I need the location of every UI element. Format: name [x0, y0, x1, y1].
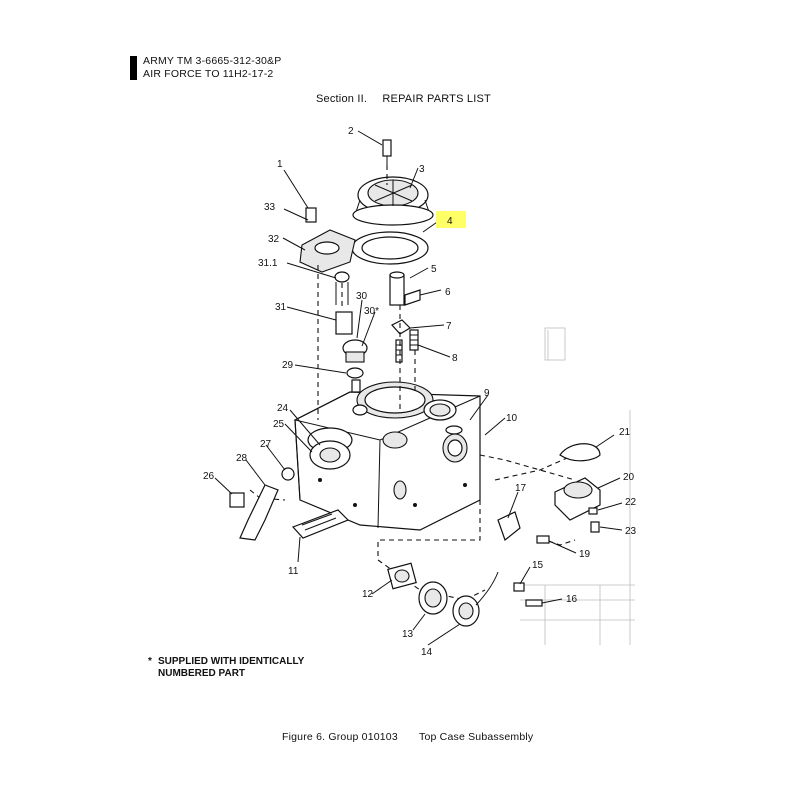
- callout-30: 30: [356, 291, 368, 302]
- section-label: Section II.: [316, 93, 368, 105]
- figure-title: Top Case Subassembly: [419, 731, 534, 743]
- callout-numbers: 2 1 3 4 5 6 7 8 9 10 11 12 13 14 15 16 1…: [203, 126, 637, 658]
- header-army-tm: ARMY TM 3-6665-312-30&P: [143, 55, 282, 67]
- valve-stack: [335, 311, 368, 393]
- callout-20: 20: [623, 472, 635, 483]
- callout-30-star: 30*: [364, 306, 379, 317]
- bleed-through-lines: [520, 327, 635, 645]
- header-air-force-to: AIR FORCE TO 11H2-17-2: [143, 68, 274, 80]
- callout-19: 19: [579, 549, 591, 560]
- figure-number: Figure 6. Group 010103: [282, 731, 398, 743]
- callout-6: 6: [445, 287, 451, 298]
- callout-9: 9: [484, 388, 490, 399]
- callout-16: 16: [566, 594, 578, 605]
- callout-7: 7: [446, 321, 452, 332]
- right-stack: [389, 271, 421, 363]
- callout-31-1: 31.1: [258, 258, 278, 269]
- callout-32: 32: [268, 234, 280, 245]
- callout-29: 29: [282, 360, 294, 371]
- callout-31: 31: [275, 302, 287, 313]
- top-case-block: [293, 381, 481, 531]
- left-side-parts: [229, 440, 351, 541]
- revision-bar: [130, 56, 137, 80]
- callout-13: 13: [402, 629, 414, 640]
- footnote-marker: *: [148, 656, 152, 667]
- callout-25: 25: [273, 419, 285, 430]
- callout-33: 33: [264, 202, 276, 213]
- callout-11: 11: [288, 566, 299, 577]
- right-side-parts: [445, 425, 601, 544]
- callout-8: 8: [452, 353, 458, 364]
- bottom-parts: [387, 562, 543, 627]
- callout-4: 4: [447, 216, 453, 227]
- left-cover-parts: [299, 207, 356, 305]
- callout-17: 17: [515, 483, 527, 494]
- top-cover-parts: [351, 139, 434, 265]
- callout-5: 5: [431, 264, 437, 275]
- callout-22: 22: [625, 497, 637, 508]
- callout-21: 21: [619, 427, 631, 438]
- leader-lines: [214, 130, 623, 646]
- callout-24: 24: [277, 403, 289, 414]
- section-title: REPAIR PARTS LIST: [382, 93, 491, 105]
- callout-3: 3: [419, 164, 425, 175]
- footnote-text: SUPPLIED WITH IDENTICALLY NUMBERED PART: [158, 656, 305, 679]
- callout-28: 28: [236, 453, 248, 464]
- callout-26: 26: [203, 471, 215, 482]
- callout-10: 10: [506, 413, 518, 424]
- callout-27: 27: [260, 439, 272, 450]
- callout-15: 15: [532, 560, 544, 571]
- callout-4-highlight: [436, 211, 466, 228]
- callout-1: 1: [277, 159, 283, 170]
- callout-23: 23: [625, 526, 637, 537]
- figure-caption: Figure 6. Group 010103 Top Case Subassem…: [282, 731, 533, 743]
- callout-14: 14: [421, 647, 433, 658]
- callout-12: 12: [362, 589, 374, 600]
- section-heading: Section II. REPAIR PARTS LIST: [316, 93, 491, 105]
- callout-2: 2: [348, 126, 354, 137]
